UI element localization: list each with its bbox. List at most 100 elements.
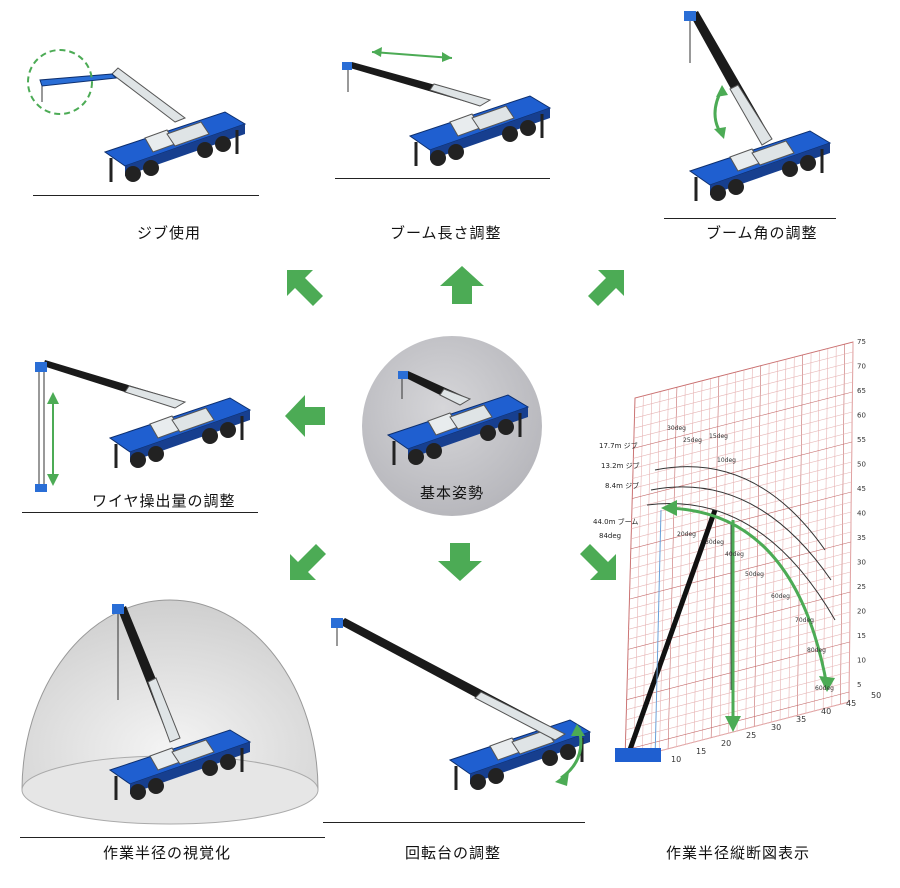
section-y-tick-label: 30 xyxy=(857,559,866,567)
section-grid-line xyxy=(628,561,851,620)
section-x-tick-label: 10 xyxy=(671,755,681,764)
section-base-crane xyxy=(615,748,661,762)
caption-center: 基本姿勢 xyxy=(420,484,485,502)
section-y-tick-label: 40 xyxy=(857,510,866,518)
section-angle-label: 15deg xyxy=(709,433,728,440)
rule-wire xyxy=(22,512,258,513)
section-grid-line xyxy=(628,581,851,640)
section-grid-line xyxy=(634,361,853,419)
section-grid-line xyxy=(631,481,852,540)
caption-wire: ワイヤ操出量の調整 xyxy=(92,492,236,510)
arrow-up-right-icon xyxy=(588,270,624,306)
rule-boom-length xyxy=(335,178,550,179)
jib-highlight-circle xyxy=(27,49,93,115)
section-y-tick-label: 20 xyxy=(857,608,866,616)
boom-length-crane-illustration xyxy=(342,47,552,168)
section-green-arc-icon xyxy=(661,500,835,732)
arrow-down-icon xyxy=(438,543,482,581)
arrow-up-icon xyxy=(440,266,484,304)
section-grid-line xyxy=(634,341,854,399)
section-grid-line xyxy=(632,411,853,469)
section-angle-label: 10deg xyxy=(717,457,736,464)
section-grid-line xyxy=(624,701,850,761)
section-y-tick-label: 50 xyxy=(857,461,866,469)
section-x-tick-label: 25 xyxy=(746,731,756,740)
panel-boom-angle xyxy=(670,5,832,205)
section-y-tick-label: 45 xyxy=(857,485,866,493)
section-grid-line xyxy=(627,591,851,650)
section-grid-line xyxy=(634,371,853,429)
rule-radius-visual xyxy=(20,837,325,838)
section-grid-line xyxy=(631,451,852,509)
section-angle-labels: 30deg25deg15deg10deg20deg30deg40deg50deg… xyxy=(667,425,834,692)
section-grid-line xyxy=(625,681,850,741)
double-arrow-horizontal-icon xyxy=(371,47,453,62)
section-angle-label: 30deg xyxy=(667,425,686,432)
section-angle-label: 40deg xyxy=(725,551,744,558)
rule-slewing xyxy=(323,822,585,823)
section-jib-label: 84deg xyxy=(599,532,621,540)
panel-boom-length xyxy=(330,40,560,170)
caption-radius-visual: 作業半径の視覚化 xyxy=(103,844,232,862)
section-jib-label: 44.0m ブーム xyxy=(593,517,638,526)
rule-boom-angle xyxy=(664,218,836,219)
section-grid-line xyxy=(632,421,853,479)
section-x-tick-label: 30 xyxy=(771,723,781,732)
section-boom-main xyxy=(624,509,718,759)
section-y-tick-label: 5 xyxy=(857,681,861,689)
section-grid-line xyxy=(625,671,850,731)
boom-angle-crane-illustration xyxy=(684,11,832,203)
section-boom-vertical xyxy=(654,509,662,761)
basic-posture-crane-illustration xyxy=(386,371,530,467)
section-jib-label: 8.4m ジブ xyxy=(605,481,639,490)
section-y-tick-label: 55 xyxy=(857,436,866,444)
arrow-down-left-icon xyxy=(290,544,326,580)
caption-section: 作業半径縦断図表示 xyxy=(666,844,811,862)
section-angle-label: 50deg xyxy=(745,571,764,578)
section-angle-label: 20deg xyxy=(677,531,696,538)
caption-boom-length: ブーム長さ調整 xyxy=(390,224,502,242)
section-grid-line xyxy=(633,381,853,439)
section-grid-line xyxy=(633,401,853,459)
section-grid-line xyxy=(629,541,851,600)
section-angle-label: 25deg xyxy=(683,437,702,444)
section-grid-line xyxy=(626,661,850,721)
section-grid-line xyxy=(627,611,851,670)
section-y-tick-label: 25 xyxy=(857,583,866,591)
section-x-tick-label: 50 xyxy=(871,691,881,700)
section-x-tick-label: 35 xyxy=(796,715,806,724)
panel-slewing xyxy=(325,610,595,805)
section-angle-label: 30deg xyxy=(705,539,724,546)
section-grid-line xyxy=(632,431,853,489)
section-x-tick-label: 40 xyxy=(821,707,831,716)
wire-crane-illustration xyxy=(35,360,252,492)
center-crane xyxy=(380,355,530,475)
section-grid-line xyxy=(634,351,853,409)
slewing-crane-illustration xyxy=(331,618,592,792)
section-grid-line xyxy=(629,521,852,580)
section-y-tick-label: 75 xyxy=(857,338,866,346)
section-x-tick-label: 45 xyxy=(846,699,856,708)
section-grid-line xyxy=(626,641,850,700)
section-x-tick-label: 20 xyxy=(721,739,731,748)
arrow-left-icon xyxy=(285,395,325,437)
curved-arrow-slew-icon xyxy=(555,724,585,786)
section-y-tick-label: 35 xyxy=(857,534,866,542)
section-angle-label: 60deg xyxy=(771,593,790,600)
arrow-up-left-icon xyxy=(287,270,323,306)
section-jib-label: 17.7m ジブ xyxy=(599,441,638,450)
radius-dome-illustration xyxy=(21,599,319,825)
section-grid-line xyxy=(630,511,852,570)
arrow-down-right-icon xyxy=(580,544,616,580)
panel-wire xyxy=(25,358,255,498)
section-angle-label: 80deg xyxy=(807,647,826,654)
section-y-tick-label: 65 xyxy=(857,387,866,395)
section-y-tick-label: 70 xyxy=(857,363,866,371)
rule-jib xyxy=(33,195,259,196)
panel-jib xyxy=(20,40,260,184)
section-grid-line xyxy=(626,651,850,711)
